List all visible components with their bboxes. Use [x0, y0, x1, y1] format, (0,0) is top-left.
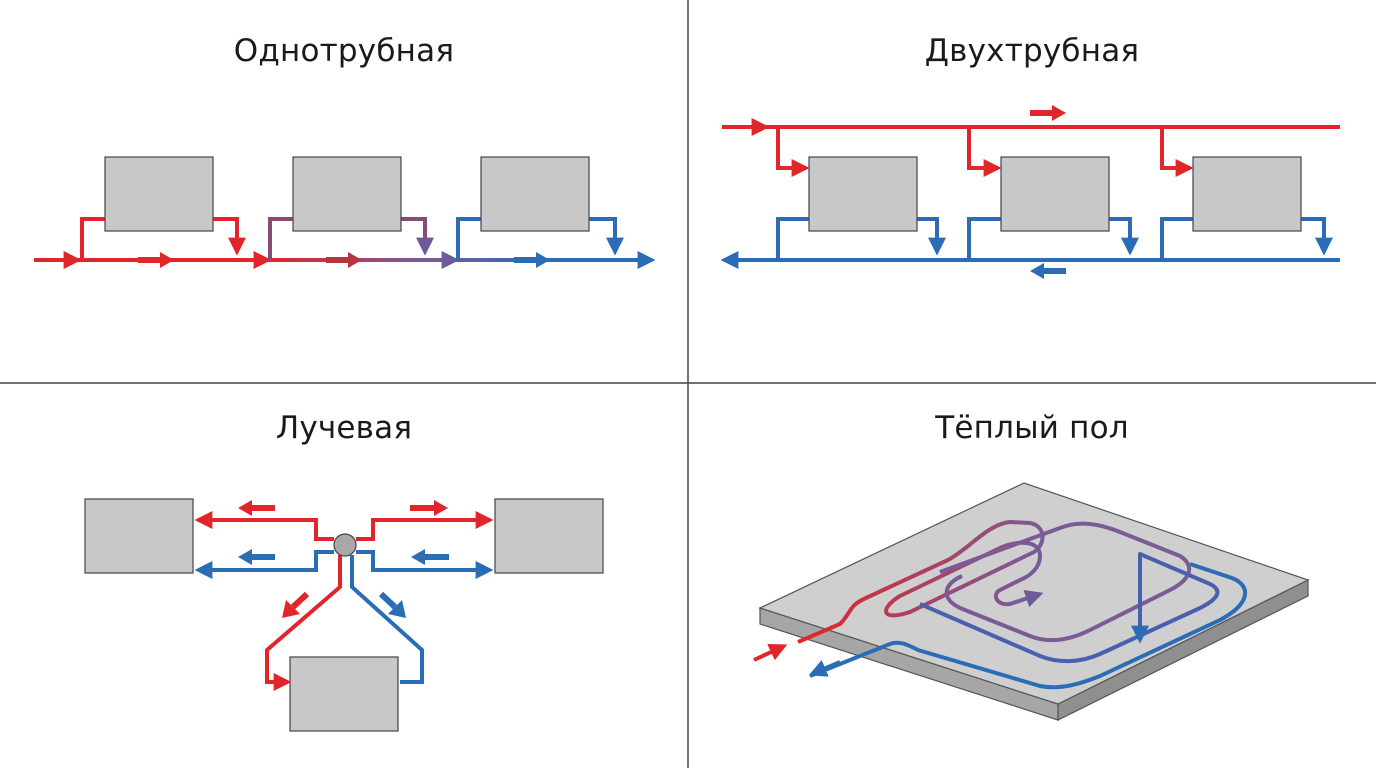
- two-pipe-radiator-3: [1192, 156, 1302, 232]
- two-pipe-drop-2: [967, 127, 1002, 177]
- two-pipe-supply-flow: [1030, 110, 1052, 116]
- single-pipe-radiator-2: [292, 156, 402, 232]
- single-pipe-scheme: [34, 156, 656, 269]
- floor-heating-scheme: [753, 482, 1310, 721]
- two-pipe-drop-1: [776, 127, 810, 177]
- radial-radiator-right: [494, 498, 604, 574]
- floor-heating-title: Тёплый пол: [935, 410, 1129, 446]
- radial-title: Лучевая: [275, 410, 413, 446]
- two-pipe-drop-3: [1160, 127, 1194, 177]
- two-pipe-return-flow-head: [1030, 263, 1044, 279]
- floor-slab-top: [758, 482, 1310, 705]
- radial-manifold: [333, 533, 357, 557]
- floor-outlet-arrow: [808, 660, 841, 677]
- radial-supply-right: [356, 511, 494, 541]
- floor-inlet-arrow: [753, 643, 788, 662]
- single-pipe-flow-3: [514, 257, 536, 263]
- single-pipe-radiator-3: [480, 156, 590, 232]
- single-pipe-flow-3-head: [536, 252, 550, 268]
- two-pipe-scheme: [720, 105, 1340, 279]
- radial-radiator-bottom: [289, 656, 399, 732]
- floor-pipe-mid: [939, 521, 1192, 643]
- single-pipe-flow-2: [326, 257, 348, 263]
- two-pipe-radiator-1: [808, 156, 918, 232]
- radial-return-left: [194, 550, 334, 579]
- single-pipe-radiator-1: [104, 156, 214, 232]
- single-pipe-flow-1: [138, 257, 160, 263]
- radial-supply-left: [194, 511, 334, 541]
- floor-pipe-outer: [919, 552, 1220, 663]
- radial-radiator-left: [84, 498, 194, 574]
- two-pipe-radiator-2: [1000, 156, 1110, 232]
- two-pipe-return-flow: [1044, 268, 1066, 274]
- two-pipe-title: Двухтрубная: [924, 33, 1140, 69]
- floor-pipe-supply: [797, 520, 1045, 644]
- radial-flow-arrows: [238, 500, 449, 618]
- radial-scheme: [84, 498, 604, 732]
- single-pipe-title: Однотрубная: [233, 33, 455, 69]
- radial-supply-bottom: [265, 555, 342, 691]
- two-pipe-supply-flow-head: [1052, 105, 1066, 121]
- single-pipe-flow-1-head: [160, 252, 174, 268]
- floor-pipe-return: [809, 562, 1248, 690]
- radial-return-right: [356, 550, 494, 579]
- single-pipe-flow-2-head: [348, 252, 362, 268]
- radial-return-bottom: [350, 555, 424, 684]
